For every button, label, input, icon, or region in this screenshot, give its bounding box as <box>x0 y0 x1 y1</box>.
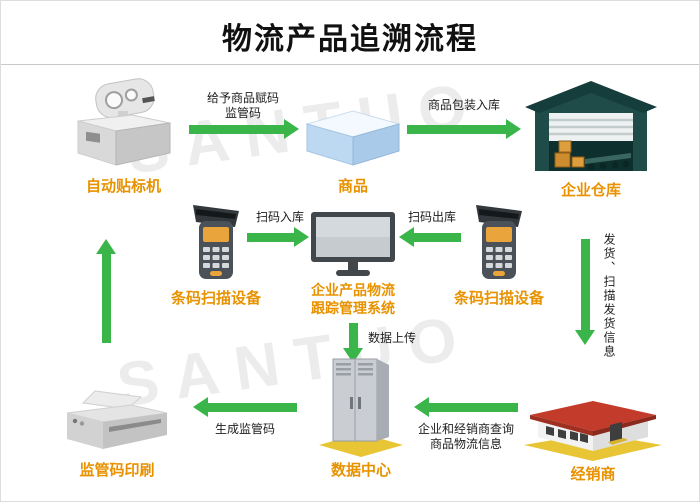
barcode-scanner-icon <box>193 205 239 279</box>
code-printer-label: 监管码印刷 <box>79 462 155 479</box>
page-title: 物流产品追溯流程 <box>222 23 478 56</box>
arrow-head-left-icon <box>193 397 208 417</box>
arrow-head-left-icon <box>414 397 429 417</box>
arrow-warehouse-to-dealer <box>574 239 596 345</box>
node-code-printer: 监管码印刷 <box>53 389 181 480</box>
arrow-product-to-warehouse <box>407 118 521 140</box>
node-product: 商品 <box>303 109 403 196</box>
edge-label-package-in: 商品包装入库 <box>427 98 500 112</box>
labeling-machine-icon <box>77 78 170 166</box>
edge-label-ship: 发货、扫描发货信息 <box>602 233 616 359</box>
edge-label-assign-code: 给予商品赋码 监管码 <box>206 91 279 120</box>
arrow-head-right-icon <box>294 227 309 247</box>
edge-label-generate-code: 生成监管码 <box>214 422 275 436</box>
arrow-head-up-icon <box>96 239 116 254</box>
node-scanner-left: 条码扫描设备 <box>166 201 266 308</box>
title-divider <box>1 64 699 65</box>
arrow-printer-to-labeler <box>95 239 117 343</box>
edge-label-data-upload: 数据上传 <box>368 331 417 345</box>
monitor-icon <box>311 212 395 276</box>
server-cabinet-icon <box>319 358 403 457</box>
node-warehouse: 企业仓库 <box>523 79 659 200</box>
node-scanner-right: 条码扫描设备 <box>449 201 549 308</box>
arrow-labeler-to-product <box>189 118 299 140</box>
node-data-center: 数据中心 <box>316 351 406 480</box>
scanner-right-label: 条码扫描设备 <box>453 290 544 307</box>
labeler-label: 自动贴标机 <box>85 178 161 195</box>
arrow-dealer-to-datacenter <box>414 397 518 417</box>
arrow-head-right-icon <box>506 119 521 139</box>
edge-label-scan-in: 扫码入库 <box>255 210 304 224</box>
edge-label-query: 企业和经销商查询 商品物流信息 <box>417 422 514 451</box>
dealer-label: 经销商 <box>570 466 616 483</box>
dealer-building-icon <box>524 401 662 461</box>
arrow-head-right-icon <box>284 119 299 139</box>
arrow-scanner-to-system <box>247 227 309 247</box>
node-system: 企业产品物流 跟踪管理系统 <box>305 211 401 317</box>
warehouse-icon <box>525 81 657 171</box>
data-center-label: 数据中心 <box>330 462 391 479</box>
barcode-scanner-icon <box>476 205 522 279</box>
arrow-head-left-icon <box>399 227 414 247</box>
edge-label-scan-out: 扫码出库 <box>407 210 456 224</box>
arrow-head-down-icon <box>575 330 595 345</box>
scanner-left-label: 条码扫描设备 <box>170 290 261 307</box>
product-label: 商品 <box>337 178 368 195</box>
printer-icon <box>66 390 168 449</box>
warehouse-label: 企业仓库 <box>560 182 621 199</box>
product-box-icon <box>305 110 401 166</box>
node-labeler: 自动贴标机 <box>51 77 196 196</box>
node-dealer: 经销商 <box>519 379 667 484</box>
arrow-scanner-right-to-system <box>399 227 461 247</box>
system-label: 企业产品物流 跟踪管理系统 <box>311 282 395 317</box>
arrow-datacenter-to-printer <box>193 397 297 417</box>
